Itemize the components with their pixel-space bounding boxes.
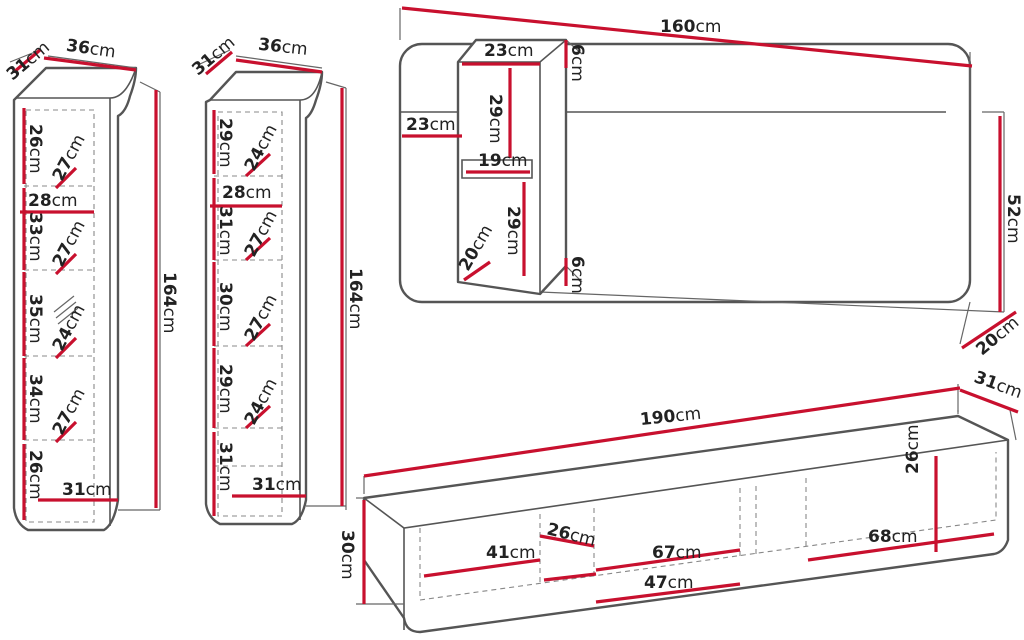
width-label: 36cm (65, 36, 117, 63)
shelf-height-label: 26cm (25, 450, 45, 500)
upper-gap-label: 29cm (485, 94, 505, 144)
dim-line (54, 336, 78, 360)
shelf-depth-label: 23cm (406, 115, 456, 135)
shelf-height-label: 29cm (215, 364, 235, 414)
dim-line (244, 404, 272, 430)
base-depth-label: 31cm (252, 475, 302, 495)
dim-line (12, 48, 42, 74)
stand-length-label: 190cm (639, 404, 702, 430)
dim-line (423, 558, 541, 578)
stand-height-label: 30cm (337, 530, 357, 580)
shelf-height-label: 35cm (25, 294, 45, 344)
comp-a-width-label: 41cm (486, 543, 536, 563)
shelf-height-label: 30cm (215, 282, 235, 332)
dim-line (204, 50, 234, 76)
shelf-height-label: 31cm (215, 442, 235, 492)
shelf-height-label: 34cm (25, 374, 45, 424)
dim-line (961, 310, 1017, 350)
wall-shelf (456, 38, 583, 296)
tv-stand: 190cm 31cm 30cm 41cm 26cm 67cm 47cm 68cm… (337, 367, 1024, 634)
top-offset-label: 6cm (567, 44, 587, 82)
dim-line (244, 322, 272, 348)
shelf-height-label: 31cm (215, 206, 235, 256)
dim-line (244, 152, 272, 178)
dim-line (595, 548, 741, 572)
panel-length-label: 160cm (660, 17, 721, 37)
inner-width-label: 28cm (28, 191, 78, 211)
dim-line (54, 252, 78, 276)
depth-label: 31cm (188, 33, 239, 80)
dim-line (244, 236, 272, 262)
comp-c-width-label: 68cm (868, 527, 918, 547)
inner-width-label: 19cm (478, 151, 528, 171)
dim-line (54, 166, 78, 190)
height-label: 164cm (159, 272, 179, 333)
shelf-height-label: 29cm (215, 118, 235, 168)
dim-line (401, 6, 973, 68)
dim-line (539, 534, 595, 548)
bottom-offset-label: 6cm (567, 256, 587, 294)
comp-c-height-label: 26cm (903, 424, 923, 474)
dim-line (807, 532, 995, 562)
dim-line (959, 388, 1019, 414)
shelf-height-label: 33cm (25, 212, 45, 262)
comp-b-width-label: 67cm (652, 543, 702, 563)
dim-line (43, 56, 137, 72)
dim-line (463, 260, 491, 282)
dim-line (54, 420, 78, 444)
inner-width-label: 28cm (222, 183, 272, 203)
wall-panel: 160cm 52cm 20cm 23cm 23cm 29cm 19cm 29cm… (398, 6, 1023, 360)
dim-line (363, 386, 961, 478)
panel-height-label: 52cm (1003, 194, 1023, 244)
cabinet-left: 31cm 36cm 164cm 26cm 33cm 35cm 34cm 26cm… (3, 36, 179, 532)
lower-gap-label: 29cm (503, 206, 523, 256)
base-depth-label: 31cm (62, 480, 112, 500)
width-label: 36cm (257, 35, 308, 60)
dim-line (235, 58, 323, 74)
shelf-height-label: 26cm (25, 124, 45, 174)
shelf-width-label: 23cm (484, 41, 534, 61)
height-label: 164cm (345, 268, 365, 329)
dim-line (595, 582, 741, 604)
cabinet-middle: 31cm 36cm 164cm 29cm 31cm 30cm 29cm 31cm… (188, 33, 365, 526)
comp-b-bottom-label: 47cm (644, 573, 694, 593)
dim-line (543, 572, 597, 582)
